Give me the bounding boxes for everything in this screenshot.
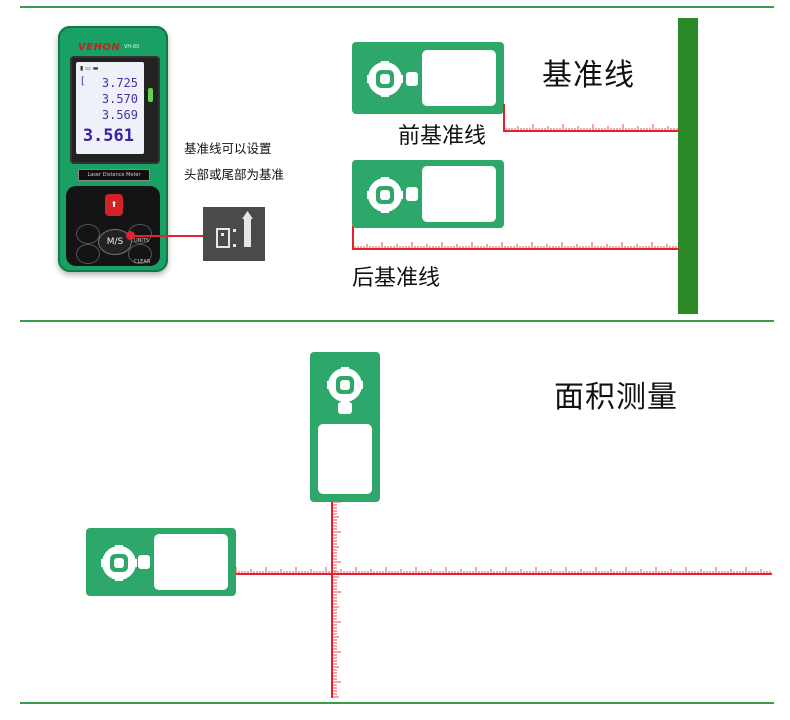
sensor-square-icon bbox=[406, 72, 418, 86]
device-keypad: ⬆ M/S UNITS CLEAR bbox=[66, 186, 160, 266]
sensor-square-icon bbox=[338, 402, 352, 414]
meter-rear-reference bbox=[352, 160, 504, 228]
meter-vertical bbox=[310, 352, 380, 502]
crosshair-icon bbox=[367, 61, 403, 97]
lcd-reading-2: 3.570 bbox=[101, 92, 138, 106]
key-left-top bbox=[76, 224, 100, 244]
vertical-area-ruler-ticks bbox=[333, 502, 341, 698]
crosshair-icon bbox=[367, 177, 403, 213]
rear-ruler-start bbox=[352, 226, 354, 250]
key-units-label: UNITS bbox=[134, 238, 150, 244]
device-brand: VEHON bbox=[78, 42, 121, 53]
device-model: VH-60 bbox=[124, 44, 140, 50]
horizontal-area-ruler bbox=[236, 573, 772, 575]
meter-window bbox=[422, 166, 496, 222]
bottom-divider bbox=[20, 702, 774, 704]
meter-horizontal bbox=[86, 528, 236, 596]
label-front-reference: 前基准线 bbox=[398, 124, 487, 149]
label-rear-reference: 后基准线 bbox=[352, 266, 441, 291]
device-screen: ▮ ▭ ▬ [ 3.725 3.570 3.569 3.561 bbox=[70, 56, 160, 164]
level-bubble-icon bbox=[148, 88, 153, 102]
lcd-bracket-icon: [ bbox=[81, 76, 85, 87]
sensor-square-icon bbox=[138, 555, 150, 569]
reference-mode-icon bbox=[203, 207, 265, 261]
crosshair-icon bbox=[327, 367, 363, 403]
device-lcd: ▮ ▭ ▬ [ 3.725 3.570 3.569 3.561 bbox=[76, 62, 144, 154]
top-divider bbox=[20, 6, 774, 8]
connector-line bbox=[131, 235, 203, 237]
reference-note-line-2: 头部或尾部为基准 bbox=[184, 167, 285, 182]
wall-target bbox=[678, 18, 698, 314]
middle-divider bbox=[20, 320, 774, 322]
lcd-main-reading: 3.561 bbox=[82, 126, 134, 146]
section-title-area-measurement: 面积测量 bbox=[554, 380, 678, 415]
device-plate: Laser Distance Meter bbox=[78, 169, 150, 181]
reference-note: 基准线可以设置 头部或尾部为基准 bbox=[184, 136, 284, 188]
front-ruler bbox=[503, 130, 679, 132]
meter-front-reference bbox=[352, 42, 504, 114]
front-ruler-ticks bbox=[503, 124, 678, 132]
measure-button: ⬆ bbox=[105, 194, 123, 216]
lcd-status-icons: ▮ ▭ ▬ bbox=[80, 65, 99, 72]
key-left-bottom bbox=[76, 244, 100, 264]
meter-window bbox=[318, 424, 372, 494]
reference-note-line-1: 基准线可以设置 bbox=[184, 141, 272, 156]
section-title-reference-line: 基准线 bbox=[542, 58, 635, 93]
rear-ruler-ticks bbox=[352, 242, 679, 250]
laser-distance-meter-device: VEHON VH-60 ▮ ▭ ▬ [ 3.725 3.570 3.569 3.… bbox=[58, 26, 168, 272]
lcd-reading-3: 3.569 bbox=[101, 108, 138, 122]
rear-ruler bbox=[352, 248, 679, 250]
connector-dot bbox=[126, 231, 135, 240]
key-right-bottom bbox=[128, 244, 152, 264]
meter-window bbox=[422, 50, 496, 106]
vertical-area-ruler bbox=[331, 502, 333, 698]
lcd-reading-1: 3.725 bbox=[101, 76, 138, 90]
horizontal-area-ruler-ticks bbox=[236, 567, 771, 575]
sensor-square-icon bbox=[406, 187, 418, 201]
meter-window bbox=[154, 534, 228, 590]
crosshair-icon bbox=[101, 545, 137, 581]
front-ruler-start bbox=[503, 104, 505, 132]
key-clear-label: CLEAR bbox=[134, 259, 151, 265]
